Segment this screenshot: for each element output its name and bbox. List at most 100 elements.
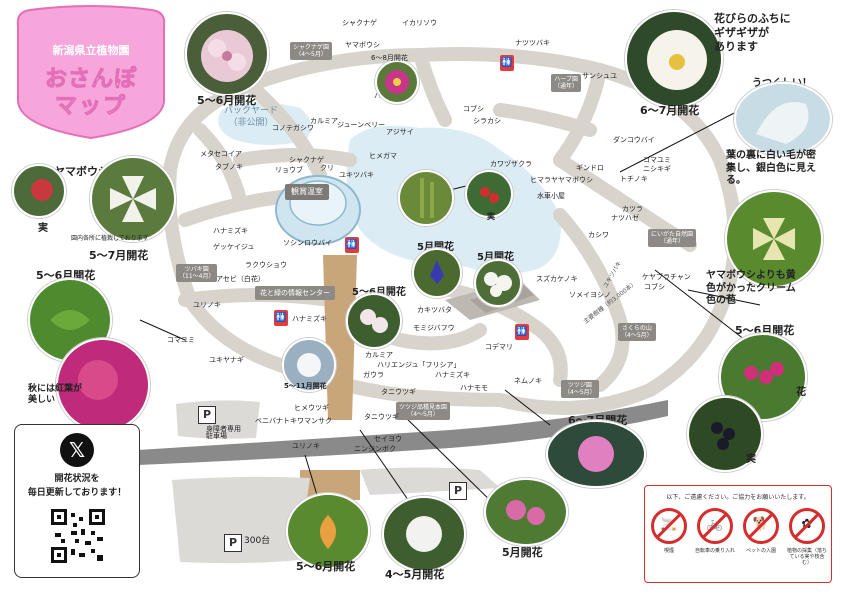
plant-label: カキツバタ (417, 306, 452, 314)
info-center-sign: 花と緑の情報センター (255, 286, 335, 301)
photo-himeutsugi (382, 496, 466, 572)
plant-label: ハナモモ (460, 384, 488, 392)
plant-label: クリ (320, 164, 334, 172)
caption-yamaboushi-name: ヤマボウシ (54, 165, 109, 178)
plant-label: ケヤブラチャン (642, 273, 691, 281)
sakura-sign: さくらの山 （4〜5月） (618, 323, 656, 342)
rule-glyph: 🚲 (706, 517, 724, 532)
caption-kawazu-mi: 実 (487, 212, 495, 221)
plant-label: サンシュユ (582, 72, 617, 80)
tanitsugi-image (486, 480, 566, 544)
suisha-label: 水車小屋 (537, 192, 565, 200)
yamaboushi-yellow-image (727, 192, 821, 286)
plant-label: ニンジンボク (354, 445, 396, 453)
no-smoking-icon: 🚬 (651, 508, 687, 544)
himeutsugi-image (384, 498, 464, 570)
rules-intro: 以下、ご遠慮ください。ご協力をお願いいたします。 (666, 494, 810, 501)
himegama-image (400, 172, 452, 224)
shakunage-en-name: シャクナゲ園 (293, 44, 330, 51)
caption-kamayumi-mi: 実 (746, 454, 756, 465)
shakunage-image (187, 14, 267, 94)
rule-item: 🚲 自転車の乗り入れ (694, 508, 736, 554)
photo-yukiyanagi (282, 338, 336, 392)
qr-code-icon[interactable] (51, 509, 105, 563)
rule-label: 植物の採集（落ちている実や枝含む） (786, 548, 827, 566)
plant-label: タニウツギ (381, 388, 416, 396)
toilet-icon: 🚻 (515, 324, 529, 340)
plant-label: ユキツバキ (339, 171, 374, 179)
plant-label: アセビ（白花） (216, 275, 265, 283)
caption-kamayumi-hana: 花 (796, 387, 806, 398)
plant-label: コマユミ (167, 336, 195, 344)
plant-label: アジサイ (386, 128, 414, 136)
gindoro-image (736, 84, 830, 154)
no-bicycle-icon: 🚲 (697, 508, 733, 544)
caption-shakunage: 5〜6月開花 (197, 94, 257, 107)
rule-glyph: ✿ (801, 517, 813, 532)
plant-label: スズカケノキ (536, 275, 578, 283)
plant-label: ヤマボウシ (345, 41, 380, 49)
rule-item: ✿ 植物の採集（落ちている実や枝含む） (786, 508, 828, 566)
note-yamaboushi: 園内各所に植栽しております (71, 235, 149, 242)
shogaisha-line1: 身障者専用 (206, 425, 241, 433)
caption-himeutsugi: 4〜5月開花 (385, 568, 445, 581)
plant-label: トチノキ (620, 175, 648, 183)
backyard-label: バックヤード （非公開） (224, 106, 278, 129)
plant-label: ユリノキ (292, 442, 320, 450)
yukiyanagi-image (284, 340, 334, 390)
plant-label: ハナミズキ (435, 371, 470, 379)
plant-label: シャクナゲ (289, 156, 324, 164)
parking-mark: P (198, 406, 216, 424)
note-gindoro: 葉の裏に白い毛が密 集し、銀白色に見え る。 (726, 150, 816, 186)
plant-label: カツラ (622, 205, 643, 213)
shakunage-en-sign: シャクナゲ園 （4〜5月） (290, 42, 333, 61)
plant-label: セイヨウ (374, 435, 402, 443)
title-badge-shape (16, 5, 166, 140)
greenhouse-sign: 観賞温室 (285, 184, 329, 200)
photo-koyo (56, 338, 150, 432)
tsubaki-en-sign: ツバキ園 （11〜4月） (176, 264, 218, 283)
rule-label: 自転車の乗り入れ (694, 548, 735, 554)
nemunoki-image (548, 422, 644, 486)
x-logo-icon[interactable]: 𝕏 (60, 433, 94, 467)
backyard-sub: （非公開） (228, 117, 274, 128)
caption-natsutsubaki: 6〜7月開花 (640, 104, 700, 117)
plant-label: ギンドロ (576, 164, 604, 172)
plant-label: ラクウショウ (245, 261, 287, 269)
photo-nemunoki (546, 420, 646, 488)
plant-label: ユリノキ (193, 301, 221, 309)
photo-yamaboushi (90, 156, 176, 242)
plant-label: ソメイヨシノ (569, 291, 611, 299)
backyard-name: バックヤード (224, 106, 279, 116)
note-natsutsubaki: 花びらのふちに ギザギザが あります (714, 12, 791, 53)
herb-en-name: ハーブ園 (554, 76, 578, 83)
plant-label: ハナミズキ (292, 315, 327, 323)
tsutsuji-en-sign: ツツジ園 （4〜5月） (561, 380, 599, 399)
map-title-line2: マップ (54, 94, 127, 120)
plant-label: コデマリ (485, 343, 513, 351)
plant-label: ダンコウバイ (613, 136, 655, 144)
yurinoki-image (288, 495, 368, 567)
x-panel-line1: 開花状況を (54, 474, 100, 484)
caption-hamanasu: 6〜8月開花 (371, 54, 408, 62)
plant-label: カワヅザクラ (490, 160, 532, 168)
tsutsuji-hinshu-season: （4〜5月） (407, 411, 439, 419)
kamayumi-fruit-image (689, 398, 761, 470)
plant-label: ナツツバキ (515, 39, 550, 47)
caption-yukiyanagi: 5〜11月開花 (284, 382, 327, 390)
photo-yurinoki (286, 493, 370, 569)
parking-capacity: 300台 (244, 536, 271, 546)
koyo-image (58, 340, 148, 430)
shizen-en-season: （通年） (660, 238, 685, 246)
photo-hamanasu (375, 60, 419, 104)
plant-label: シラカシ (473, 117, 501, 125)
plant-label: ジューンベリー (337, 121, 386, 129)
kakitsubata-image (414, 250, 460, 296)
rule-glyph: 🚬 (660, 517, 678, 532)
caption-kakitsubata: 5月開花 (417, 242, 454, 253)
natsutsubaki-image (627, 12, 721, 106)
plant-label: イカリソウ (402, 19, 437, 27)
parking-mark: P (449, 482, 467, 500)
plant-label: コブシ (463, 105, 484, 113)
